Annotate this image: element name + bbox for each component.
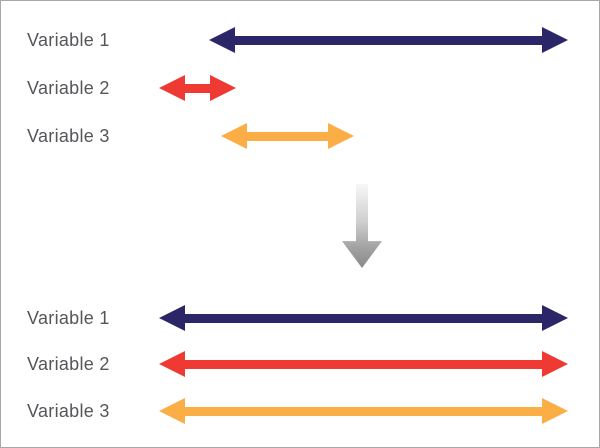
arrow-right-head-icon [328, 123, 354, 149]
double-arrow [221, 123, 354, 149]
arrow-left-head-icon [209, 27, 235, 53]
arrow-left-head-icon [159, 75, 185, 101]
variable-label: Variable 3 [27, 401, 110, 421]
variable-row: Variable 1 [1, 27, 599, 53]
variable-label: Variable 3 [27, 126, 110, 146]
variable-row: Variable 1 [1, 305, 599, 331]
arrow-shaft [184, 83, 211, 93]
arrow-left-head-icon [159, 351, 185, 377]
double-arrow [159, 351, 568, 377]
arrow-shaft [234, 35, 543, 45]
arrow-right-head-icon [542, 305, 568, 331]
arrow-left-head-icon [159, 305, 185, 331]
variable-row: Variable 2 [1, 75, 599, 101]
arrow-right-head-icon [542, 351, 568, 377]
arrow-shaft [184, 359, 543, 369]
variable-label: Variable 1 [27, 30, 110, 50]
arrow-shaft [246, 131, 329, 141]
variable-row: Variable 2 [1, 351, 599, 377]
arrow-right-head-icon [542, 27, 568, 53]
arrow-shaft [184, 406, 543, 416]
double-arrow [159, 398, 568, 424]
arrow-left-head-icon [159, 398, 185, 424]
double-arrow [159, 75, 236, 101]
double-arrow [209, 27, 568, 53]
double-arrow [159, 305, 568, 331]
variable-row: Variable 3 [1, 398, 599, 424]
variable-label: Variable 2 [27, 78, 110, 98]
arrow-left-head-icon [221, 123, 247, 149]
arrow-shaft [184, 313, 543, 323]
down-arrow-icon [342, 184, 382, 268]
variable-label: Variable 2 [27, 354, 110, 374]
arrow-right-head-icon [542, 398, 568, 424]
arrow-right-head-icon [210, 75, 236, 101]
variable-row: Variable 3 [1, 123, 599, 149]
variable-label: Variable 1 [27, 308, 110, 328]
